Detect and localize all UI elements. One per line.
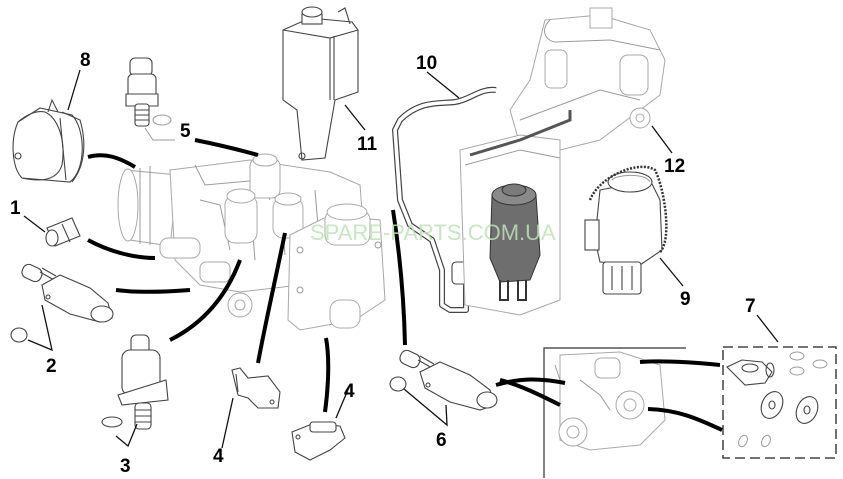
callout-12: 12 — [664, 156, 685, 177]
leader-lines — [23, 69, 779, 449]
callout-8: 8 — [80, 50, 91, 71]
pointer-lines — [87, 138, 723, 432]
callout-6: 6 — [436, 430, 447, 451]
callout-5: 5 — [180, 121, 191, 142]
hydraulic-block-left — [117, 153, 386, 331]
part-1-sensor — [45, 217, 81, 247]
callout-4-left: 4 — [213, 446, 224, 467]
part-11-reservoir — [282, 6, 359, 161]
part-12-hydraulic-unit — [459, 7, 666, 316]
part-8-cap — [12, 98, 85, 183]
watermark: SPARE-PARTS.COM.UA — [310, 220, 556, 245]
watermark-text: SPARE-PARTS.COM.UA — [310, 220, 556, 245]
callout-9: 9 — [680, 289, 691, 310]
part-7-seal-kit — [722, 346, 837, 459]
part-3-valve — [101, 334, 169, 430]
callout-3: 3 — [120, 456, 131, 477]
part-9-pump-motor — [584, 165, 668, 295]
part-6-valve — [389, 349, 498, 411]
part-5-valve — [125, 57, 175, 141]
detail-inset — [543, 347, 686, 478]
callout-2: 2 — [46, 356, 57, 377]
part-2-valve — [10, 263, 114, 343]
callout-10: 10 — [416, 53, 437, 74]
callout-11: 11 — [357, 134, 378, 155]
part-4-bracket-right — [291, 421, 346, 461]
callout-4-right: 4 — [344, 381, 355, 402]
callout-1: 1 — [10, 198, 21, 219]
callout-7: 7 — [745, 296, 756, 317]
callout-labels: 1 2 3 4 4 6 5 7 8 9 10 11 12 4 — [10, 50, 756, 477]
part-4-bracket-left — [231, 367, 281, 409]
